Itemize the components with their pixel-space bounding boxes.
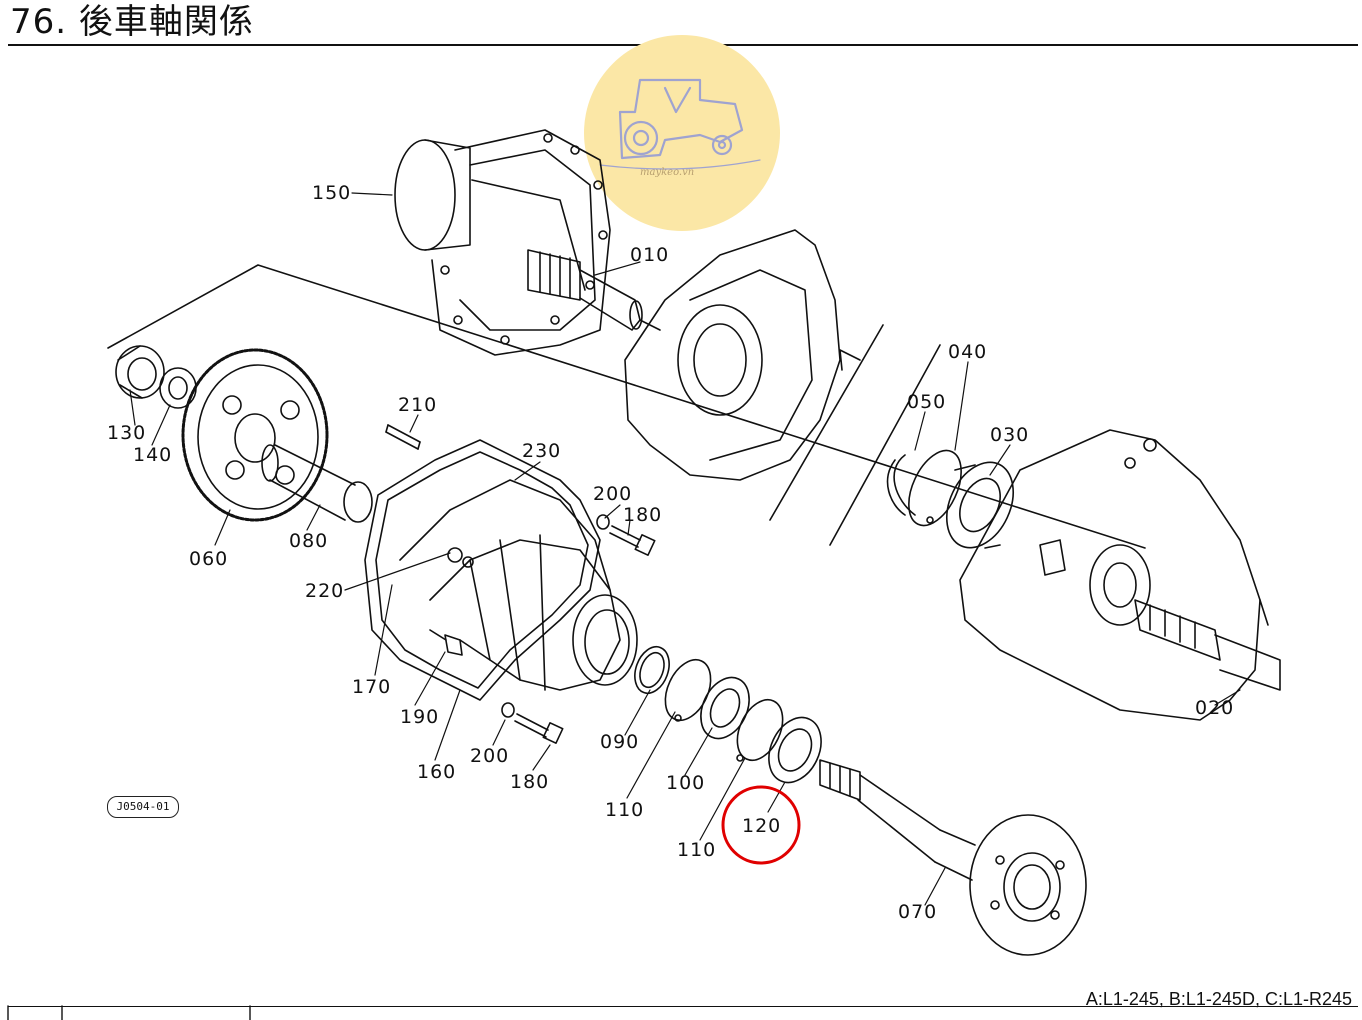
part-label-200-lower: 200 xyxy=(470,745,510,767)
part-label-150: 150 xyxy=(312,182,352,204)
part-050-snap-ring xyxy=(886,454,916,516)
watermark-text: maykeo.vn xyxy=(640,167,695,178)
assembly-frame xyxy=(107,264,1146,549)
part-carrier-upper xyxy=(624,229,861,481)
figure-code: J0504-01 xyxy=(107,796,179,818)
part-label-140: 140 xyxy=(133,444,173,466)
part-label-230: 230 xyxy=(522,440,562,462)
part-030-bearing xyxy=(946,461,1014,549)
part-010-shaft xyxy=(527,249,661,331)
part-110-snap-ring-b xyxy=(736,698,784,762)
part-label-110-b: 110 xyxy=(677,839,717,861)
part-label-220: 220 xyxy=(305,580,345,602)
part-160-housing xyxy=(399,479,638,691)
part-120-seal xyxy=(768,716,822,784)
part-label-050: 050 xyxy=(907,391,947,413)
separator-line xyxy=(769,324,884,521)
part-label-180-lower: 180 xyxy=(510,771,550,793)
part-180-bolt-lower xyxy=(501,702,564,745)
part-070-axle-shaft xyxy=(819,759,1087,956)
part-label-130: 130 xyxy=(107,422,147,444)
part-130-bearing xyxy=(115,345,165,399)
part-090-seal xyxy=(634,645,670,695)
part-040-ring xyxy=(908,449,962,527)
part-label-160: 160 xyxy=(417,761,457,783)
part-150-housing xyxy=(394,129,611,356)
part-230-gasket xyxy=(364,439,601,701)
part-label-020: 020 xyxy=(1195,697,1235,719)
part-020-housing xyxy=(959,429,1281,721)
part-label-170: 170 xyxy=(352,676,392,698)
part-210-stud xyxy=(385,424,421,450)
part-label-070: 070 xyxy=(898,901,938,923)
part-100-bearing xyxy=(700,676,750,740)
part-label-060: 060 xyxy=(189,548,229,570)
part-140-nut xyxy=(159,367,197,409)
part-label-100: 100 xyxy=(666,772,706,794)
watermark-logo xyxy=(584,35,780,231)
part-label-200: 200 xyxy=(593,483,633,505)
part-label-090: 090 xyxy=(600,731,640,753)
part-120-highlight xyxy=(721,785,801,865)
page-title: 76. 後車軸関係 xyxy=(10,2,254,42)
separator-line xyxy=(829,344,941,546)
part-label-180: 180 xyxy=(623,504,663,526)
part-080-sleeve xyxy=(261,444,373,523)
part-label-080: 080 xyxy=(289,530,329,552)
footer-rule xyxy=(8,1006,1358,1007)
part-label-190: 190 xyxy=(400,706,440,728)
part-110-snap-ring-a xyxy=(664,658,712,722)
part-label-210: 210 xyxy=(398,394,438,416)
part-180-bolt-upper xyxy=(596,514,656,557)
part-label-010: 010 xyxy=(630,244,670,266)
part-label-110-a: 110 xyxy=(605,799,645,821)
part-label-030: 030 xyxy=(990,424,1030,446)
part-label-120: 120 xyxy=(742,815,782,837)
part-label-040: 040 xyxy=(948,341,988,363)
part-190-bolt xyxy=(429,629,463,656)
footer-models: A:L1-245, B:L1-245D, C:L1-R245 xyxy=(1085,989,1352,1009)
leader-lines xyxy=(129,192,1241,906)
part-060-gear xyxy=(181,348,329,522)
